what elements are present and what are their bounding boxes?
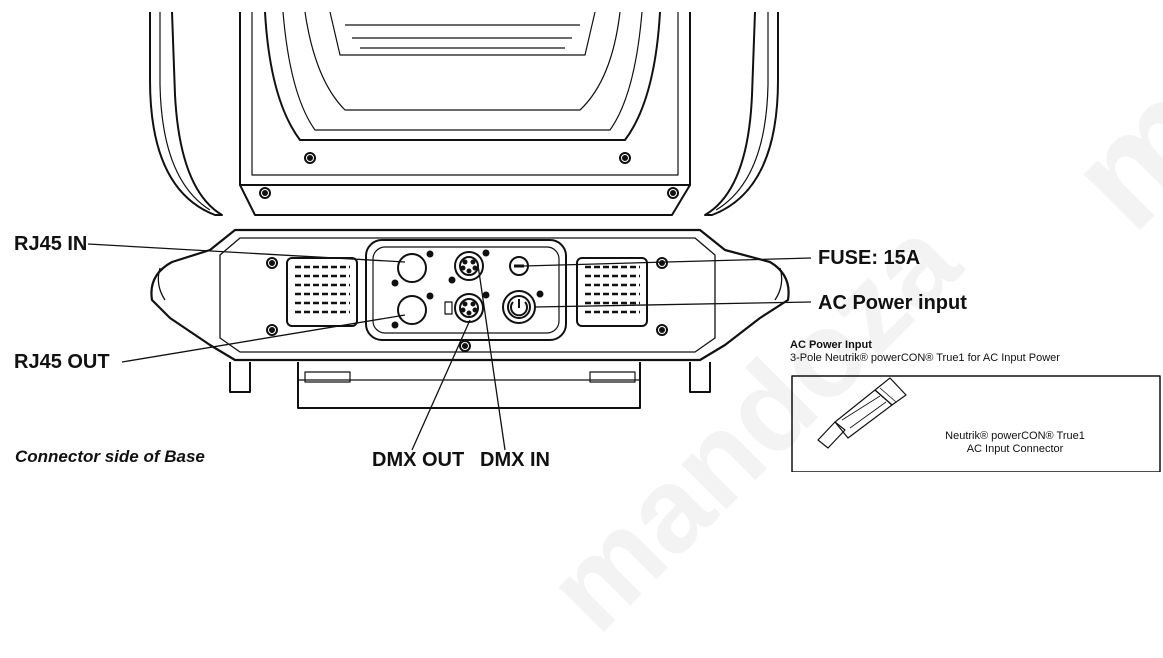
vent-grille-left [286, 257, 358, 327]
base-body [150, 228, 790, 409]
dmx-in-port [448, 249, 490, 284]
connector-image-box [791, 375, 1161, 472]
fuse-label: FUSE: 15A [818, 247, 921, 269]
ac-info-subtitle: 3-Pole Neutrik® powerCON® True1 for AC I… [790, 352, 1060, 364]
ac-power-label: AC Power input [818, 292, 967, 314]
connector-box-line1: Neutrik® powerCON® True1 [945, 430, 1085, 442]
connector-box-line2: AC Input Connector [966, 443, 1064, 455]
diagram-caption: Connector side of Base [15, 447, 205, 466]
leader-lines [87, 243, 812, 451]
dmx-out-port [444, 291, 490, 323]
dmx-in-label: DMX IN [480, 449, 550, 471]
connector-box-caption: Neutrik® powerCON® True1 AC Input Connec… [905, 430, 1125, 456]
rj45-in-label: RJ45 IN [14, 233, 88, 255]
connector-diagram [87, 11, 1161, 472]
rj45-out-port [391, 292, 434, 329]
head-body [239, 11, 691, 216]
yoke-arm-right [704, 11, 779, 216]
base-screws [266, 257, 668, 336]
ac-info-title: AC Power Input [790, 339, 872, 351]
powercon-connector-image [817, 377, 907, 449]
vent-grille-right [576, 257, 648, 327]
yoke-arm-left [149, 11, 223, 216]
connector-panel [365, 239, 567, 341]
rj45-in-port [391, 250, 434, 287]
dmx-out-label: DMX OUT [372, 449, 465, 471]
rj45-out-label: RJ45 OUT [14, 351, 110, 373]
